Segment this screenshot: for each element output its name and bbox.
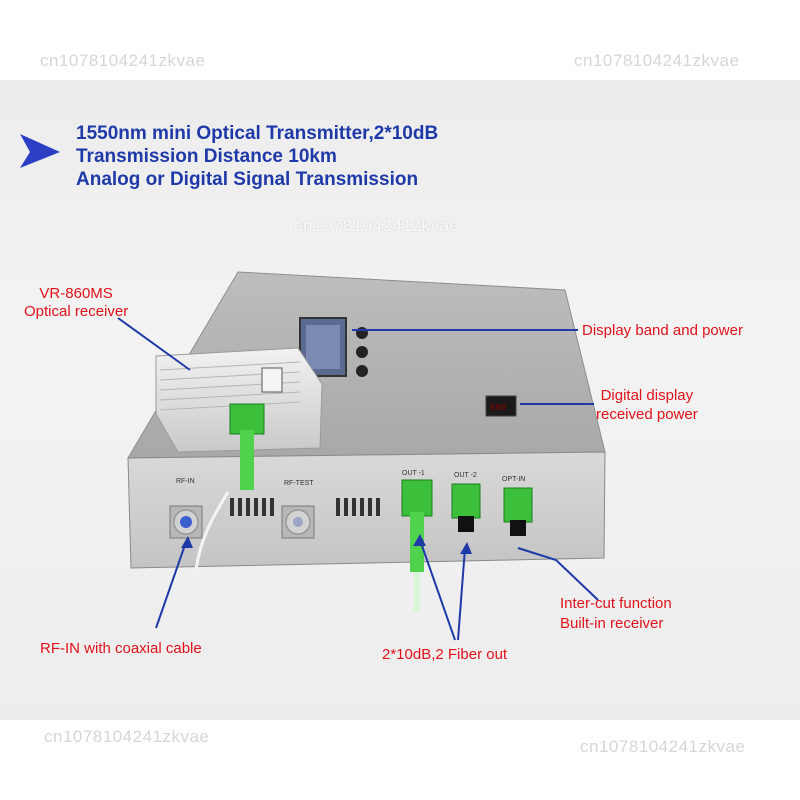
rf-test-connector	[281, 505, 315, 539]
play-arrow-icon	[20, 134, 60, 168]
panel-label-out-2: OUT -2	[454, 472, 477, 479]
digital-power-display: 888	[485, 395, 517, 417]
callout-display-band: Display band and power	[582, 322, 743, 339]
callout-intercut-line-1: Inter-cut function	[560, 595, 672, 612]
panel-label-out-1: OUT -1	[402, 470, 425, 477]
headline-line-2: Transmission Distance 10km	[76, 146, 337, 167]
callout-rf-in: RF-IN with coaxial cable	[40, 640, 202, 657]
vr-860ms-receiver-module	[155, 347, 323, 490]
svg-text:888: 888	[490, 403, 506, 413]
panel-label-rf-test: RF-TEST	[284, 480, 314, 487]
callout-digital-display-line-2: received power	[596, 406, 698, 423]
watermark-upper-center: cn1078104241zkvae	[294, 216, 460, 235]
panel-label-opt-in: OPT-IN	[502, 476, 526, 483]
headline-line-3: Analog or Digital Signal Transmission	[76, 169, 419, 190]
out2-fiber-connector	[451, 483, 481, 532]
headline: 1550nm mini Optical Transmitter,2*10dB T…	[76, 122, 438, 191]
callout-receiver: VR-860MS Optical receiver	[24, 285, 128, 321]
callout-digital-display: Digital display received power	[596, 386, 698, 424]
coaxial-cable	[194, 491, 230, 571]
vent-slots-left	[230, 498, 274, 516]
panel-label-rf-in: RF-IN	[176, 478, 195, 485]
control-buttons	[356, 327, 368, 377]
headline-line-1: 1550nm mini Optical Transmitter,2*10dB	[76, 123, 439, 144]
watermark-bottom-right: cn1078104241zkvae	[580, 737, 746, 756]
callout-lines	[117, 317, 599, 641]
callout-intercut: Inter-cut function Built-in receiver	[560, 594, 672, 634]
opt-in-fiber-connector	[503, 487, 533, 536]
watermark-top-right: cn1078104241zkvae	[574, 51, 740, 70]
callout-intercut-line-2: Built-in receiver	[560, 615, 664, 632]
watermark-bottom-left: cn1078104241zkvae	[44, 727, 210, 746]
vent-slots-right	[336, 498, 380, 516]
callout-receiver-model: VR-860MS	[39, 285, 113, 302]
callout-digital-display-line-1: Digital display	[600, 387, 694, 404]
rf-in-connector	[169, 505, 203, 539]
callout-receiver-name: Optical receiver	[24, 303, 129, 320]
callout-fiber-out: 2*10dB,2 Fiber out	[382, 646, 508, 663]
callout-arrowheads	[181, 534, 472, 554]
watermark-top-left: cn1078104241zkvae	[40, 51, 206, 70]
